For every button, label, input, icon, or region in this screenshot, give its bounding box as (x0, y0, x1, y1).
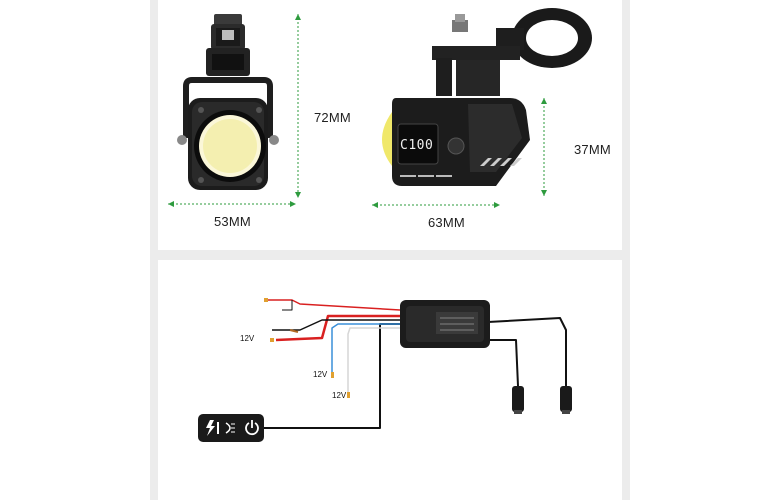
voltage-label-white: 12V (332, 391, 347, 400)
side-view-lamp (382, 8, 592, 186)
front-width-dimension (168, 201, 296, 207)
side-width-dimension (372, 202, 500, 208)
side-height-dimension (541, 98, 547, 196)
voltage-label-main: 12V (240, 334, 255, 343)
panel-divider (150, 250, 630, 260)
wiring-harness (262, 298, 567, 429)
lamp-connector-right (560, 386, 572, 414)
front-height-label: 72MM (314, 110, 351, 125)
voltage-label-blue: 12V (313, 370, 328, 379)
power-icon (245, 420, 259, 436)
side-width-label: 63MM (428, 215, 465, 230)
wiring-panel (158, 260, 622, 500)
headlight-icon (225, 422, 235, 434)
front-height-dimension (295, 14, 301, 198)
lightning-icon (206, 420, 219, 436)
front-view-lamp (177, 14, 279, 190)
side-height-label: 37MM (574, 142, 611, 157)
lamp-connector-left (512, 386, 524, 414)
front-width-label: 53MM (214, 214, 251, 229)
control-module (400, 300, 490, 348)
lamp-model-label: C100 (400, 138, 434, 153)
